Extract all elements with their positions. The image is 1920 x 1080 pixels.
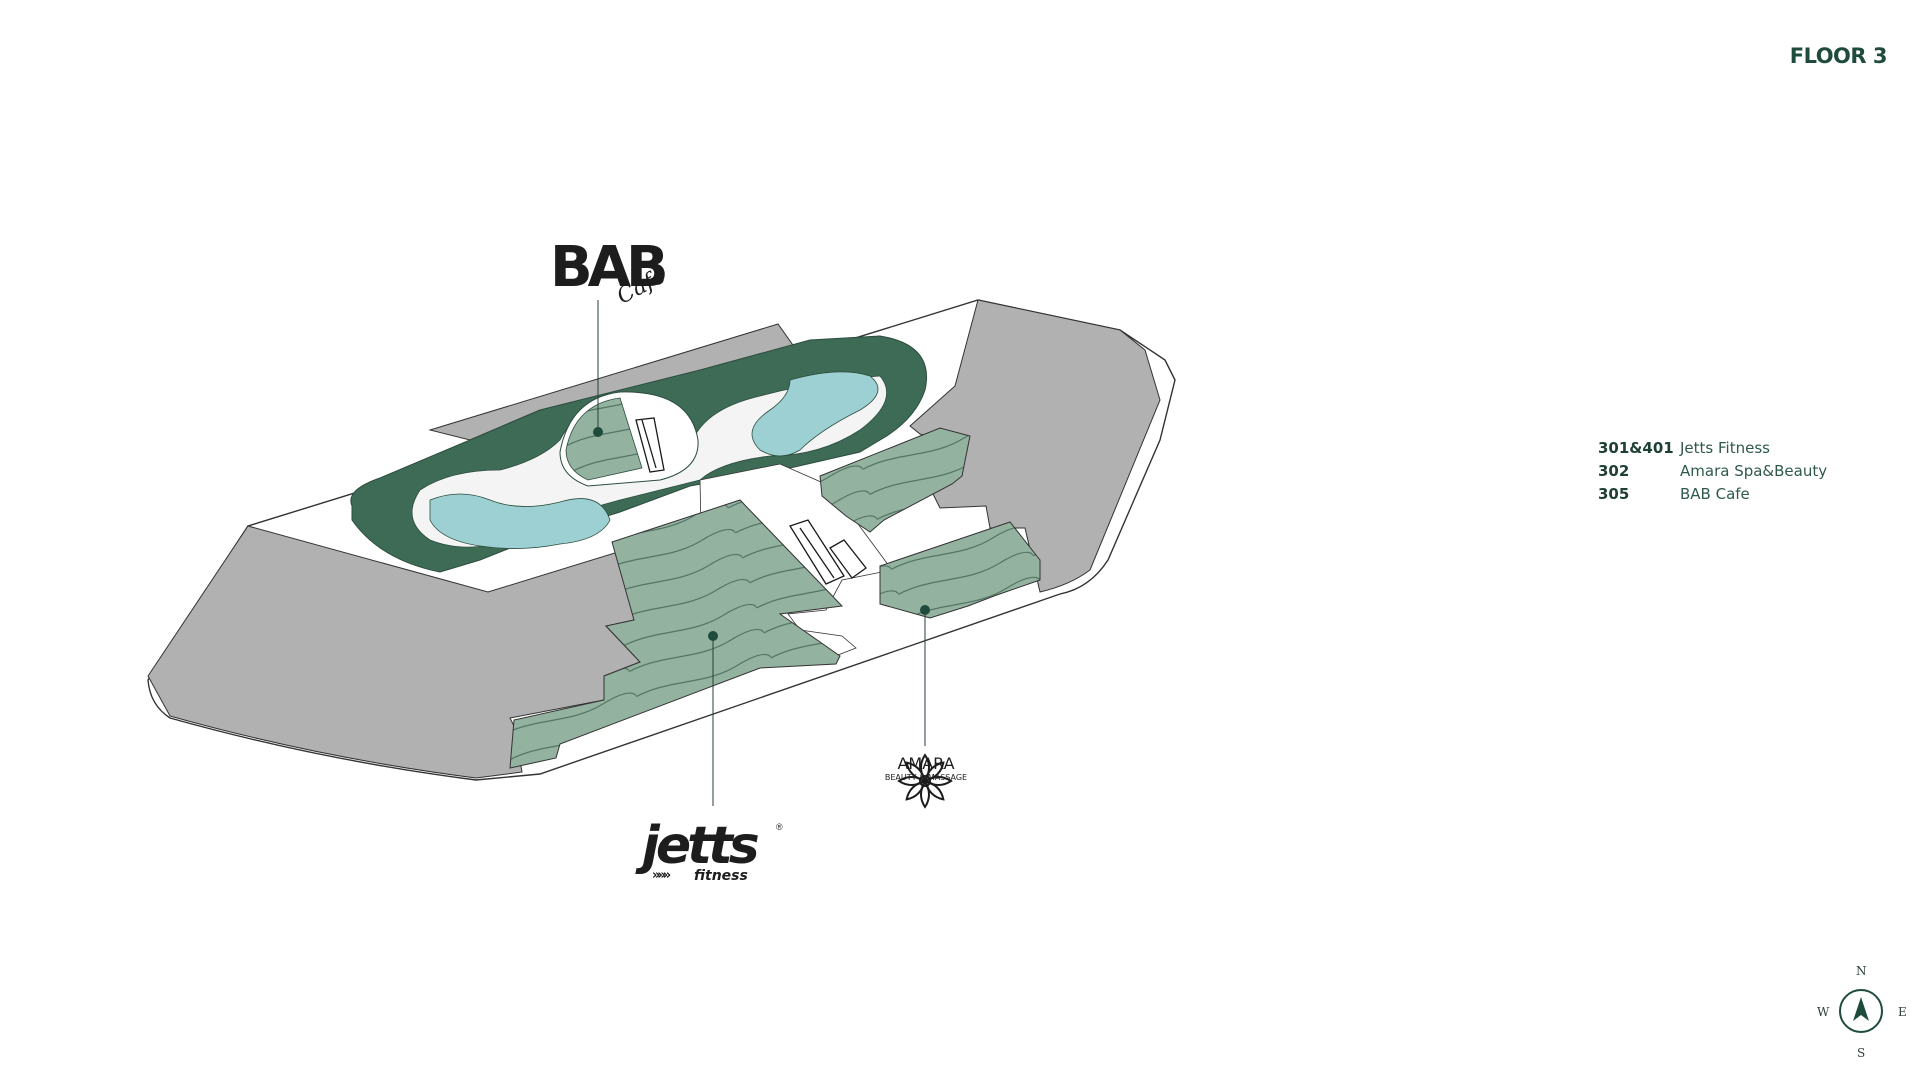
amara-flower-icon — [897, 753, 953, 809]
amara-logo-sub: BEAUTY & MASSAGE — [884, 773, 968, 782]
jetts-logo-main: jetts — [642, 816, 760, 876]
legend-row: 301&401 Jetts Fitness — [1598, 436, 1827, 459]
jetts-logo-sub: fitness — [694, 868, 748, 884]
jetts-arrows-icon: »»» — [652, 868, 671, 883]
unit-301-401 — [509, 499, 844, 769]
legend-unit-name: Amara Spa&Beauty — [1680, 461, 1828, 480]
compass-north-label: N — [1856, 964, 1867, 978]
pin-jetts — [708, 631, 718, 641]
amara-logo: AMARA BEAUTY & MASSAGE — [878, 754, 974, 782]
legend-unit-number: 305 — [1598, 484, 1630, 503]
escalator-central-2 — [829, 539, 867, 579]
escalator-north — [635, 417, 665, 473]
legend-row: 305 BAB Cafe — [1598, 482, 1827, 505]
pin-bab — [593, 427, 603, 437]
compass-east-label: E — [1898, 1005, 1907, 1019]
amara-logo-main: AMARA — [897, 754, 955, 773]
pond-east — [751, 371, 879, 457]
compass-arrow-icon — [1839, 989, 1883, 1033]
bab-logo-main: BAB — [550, 235, 669, 300]
escalator-central — [789, 519, 845, 585]
jetts-fitness-logo: jetts ® »»» fitness — [642, 816, 783, 884]
cafe-unit-305 — [565, 397, 643, 481]
legend-unit-number: 302 — [1598, 461, 1630, 480]
jetts-logo-registered: ® — [776, 822, 783, 832]
legend-unit-number: 301&401 — [1598, 438, 1674, 457]
compass-west-label: W — [1817, 1005, 1830, 1019]
unit-302 — [879, 521, 1041, 619]
pin-amara — [920, 605, 930, 615]
compass: N S W E — [1810, 962, 1910, 1062]
pond-west — [429, 493, 611, 549]
bab-cafe-logo: BAB Café — [550, 235, 670, 310]
unit-north-east — [819, 427, 971, 533]
unit-legend: 301&401 Jetts Fitness 302 Amara Spa&Beau… — [1598, 436, 1827, 505]
floor-title: FLOOR 3 — [1789, 44, 1888, 68]
legend-row: 302 Amara Spa&Beauty — [1598, 459, 1827, 482]
legend-unit-name: Jetts Fitness — [1680, 438, 1770, 457]
legend-unit-name: BAB Cafe — [1680, 484, 1750, 503]
compass-south-label: S — [1857, 1046, 1866, 1060]
